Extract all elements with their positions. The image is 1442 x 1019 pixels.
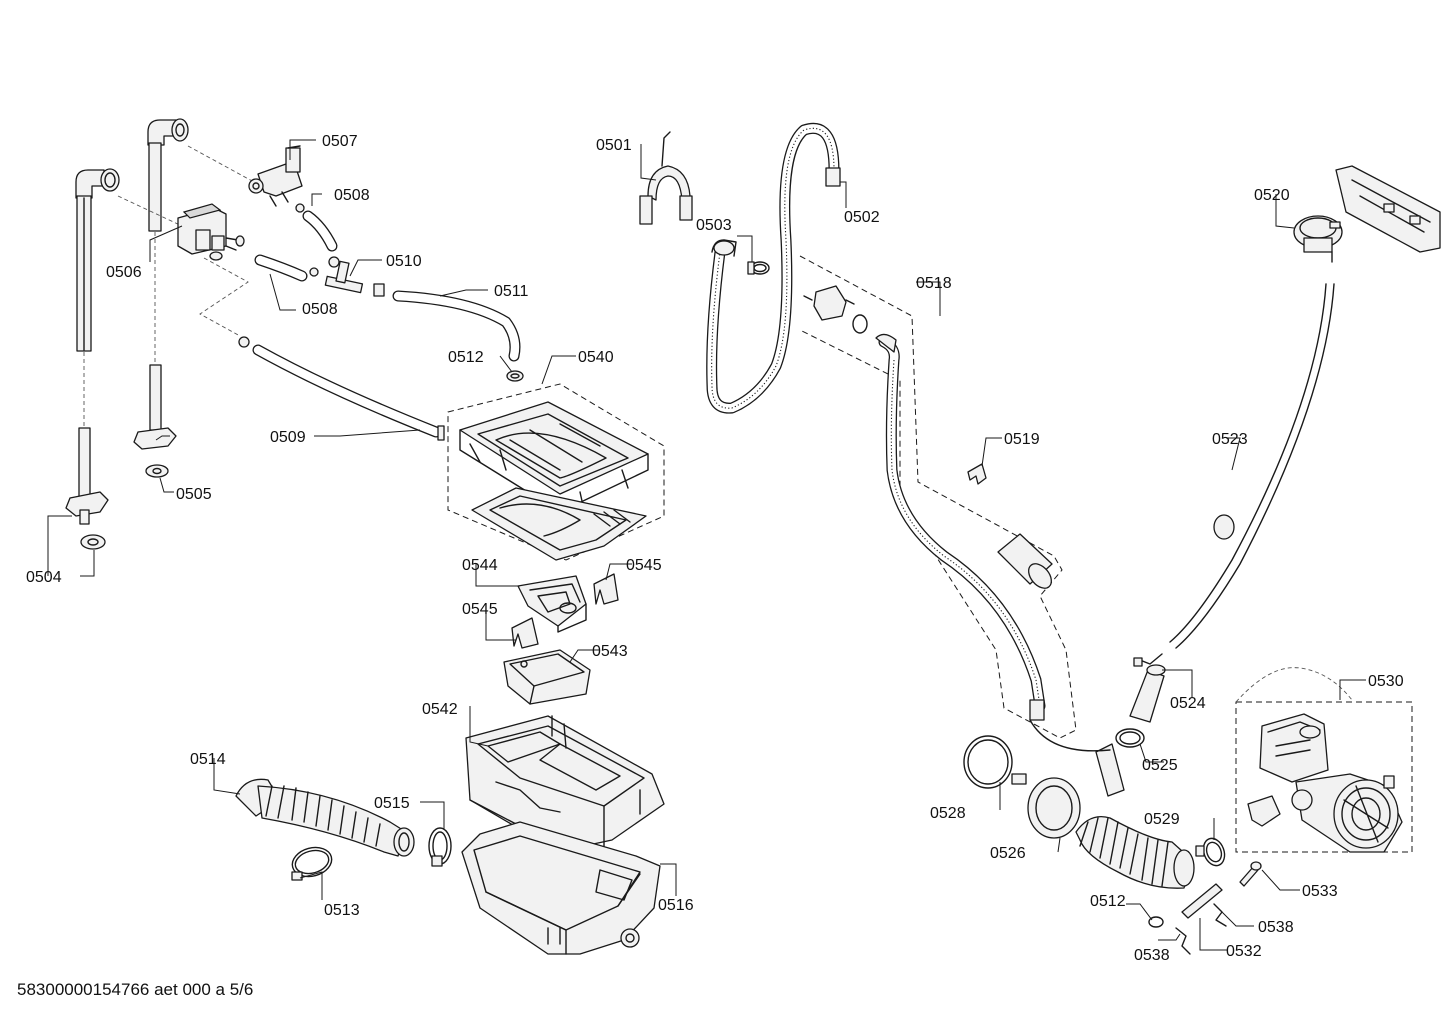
label-0507: 0507 xyxy=(322,133,358,150)
label-0520: 0520 xyxy=(1254,187,1290,204)
t-piece-0510 xyxy=(324,256,385,297)
label-0503: 0503 xyxy=(696,217,732,234)
label-0544: 0544 xyxy=(462,557,498,574)
label-0524: 0524 xyxy=(1170,695,1206,712)
label-0518: 0518 xyxy=(916,275,952,292)
sump-hose-0526 xyxy=(1027,719,1195,889)
label-0538-right: 0538 xyxy=(1258,919,1294,936)
clamp-0529 xyxy=(1195,837,1226,867)
label-0510: 0510 xyxy=(386,253,422,270)
dispenser-top-0540 xyxy=(459,401,649,513)
bracket-0530 xyxy=(1235,701,1413,853)
rod-0532 xyxy=(1181,883,1223,919)
label-0509: 0509 xyxy=(270,429,306,446)
overflow-hose-0502 xyxy=(706,123,841,414)
inlet-pipe-0504 xyxy=(65,427,109,550)
label-0502: 0502 xyxy=(844,209,880,226)
label-0545-right: 0545 xyxy=(626,557,662,574)
bellows-hose-0514 xyxy=(235,778,415,857)
cup-0543 xyxy=(503,649,591,705)
part-labels: 0507 0508 0508 0510 0511 0512 0540 0509 … xyxy=(26,133,1404,964)
drain-hose-0518 xyxy=(875,333,1046,721)
leader-lines xyxy=(47,139,1366,951)
air-trap-0524 xyxy=(1129,653,1166,723)
label-0538-left: 0538 xyxy=(1134,947,1170,964)
clip-0538-right xyxy=(1213,903,1227,927)
label-0523: 0523 xyxy=(1212,431,1248,448)
inlet-pipe-0505 xyxy=(133,364,177,478)
label-0506: 0506 xyxy=(106,264,142,281)
label-0512-top: 0512 xyxy=(448,349,484,366)
label-0540: 0540 xyxy=(578,349,614,366)
bracket-0540 xyxy=(447,383,665,561)
clamp-0518 xyxy=(852,314,868,334)
label-0543: 0543 xyxy=(592,643,628,660)
pressure-switch-0520 xyxy=(1293,215,1343,263)
label-0542: 0542 xyxy=(422,701,458,718)
hanger-0501 xyxy=(639,131,693,225)
clip-0538-left xyxy=(1175,927,1191,955)
label-0533: 0533 xyxy=(1302,883,1338,900)
label-0511: 0511 xyxy=(494,283,529,300)
siphon-cap-0544 xyxy=(517,575,587,633)
clip-0545-left xyxy=(511,617,539,649)
label-0545-left: 0545 xyxy=(462,601,498,618)
hose-0509 xyxy=(238,336,445,441)
clamp-0528 xyxy=(963,735,1027,789)
hose-0511 xyxy=(392,290,521,362)
clip-0519 xyxy=(967,463,987,485)
inlet-elbow-left xyxy=(75,168,120,352)
hose-0508-lower xyxy=(254,254,319,282)
clip-0545-right xyxy=(593,573,619,605)
label-0504: 0504 xyxy=(26,569,62,586)
pump-0530 xyxy=(1247,713,1403,853)
label-0515: 0515 xyxy=(374,795,410,812)
drawer-housing-0516 xyxy=(461,821,661,955)
label-0512-bottom: 0512 xyxy=(1090,893,1126,910)
drawer-0542 xyxy=(465,715,665,871)
clamp-0512-bottom xyxy=(1148,916,1164,928)
label-0505: 0505 xyxy=(176,486,212,503)
label-0508-lower: 0508 xyxy=(302,301,338,318)
pressure-tube-0523 xyxy=(1169,283,1335,649)
label-0528: 0528 xyxy=(930,805,966,822)
label-0501: 0501 xyxy=(596,137,632,154)
label-0519: 0519 xyxy=(1004,431,1040,448)
label-0514: 0514 xyxy=(190,751,226,768)
label-0525: 0525 xyxy=(1142,757,1178,774)
double-valve-0506 xyxy=(177,203,245,261)
clamp-0525 xyxy=(1115,728,1145,748)
connector-0518 xyxy=(803,285,855,321)
drawing-code: 58300000154766 aet 000 a 5/6 xyxy=(17,980,254,999)
label-0529: 0529 xyxy=(1144,811,1180,828)
inlet-elbow-right xyxy=(147,118,189,232)
dispenser-bottom-0540 xyxy=(471,487,647,561)
hose-0508-upper xyxy=(302,210,338,252)
clamp-0512-top xyxy=(506,370,524,382)
clamp-0515 xyxy=(428,827,452,867)
sleeve-0518 xyxy=(997,533,1053,589)
bracket-rail-0520 xyxy=(1335,165,1441,253)
label-0516: 0516 xyxy=(658,897,694,914)
clamp-0503 xyxy=(747,261,770,275)
label-0508-upper: 0508 xyxy=(334,187,370,204)
label-0526: 0526 xyxy=(990,845,1026,862)
label-0513: 0513 xyxy=(324,902,360,919)
screw-0533 xyxy=(1239,861,1262,887)
label-0532: 0532 xyxy=(1226,943,1262,960)
clamp-0513 xyxy=(291,846,333,881)
label-0530: 0530 xyxy=(1368,673,1404,690)
single-valve-0507 xyxy=(248,145,305,213)
